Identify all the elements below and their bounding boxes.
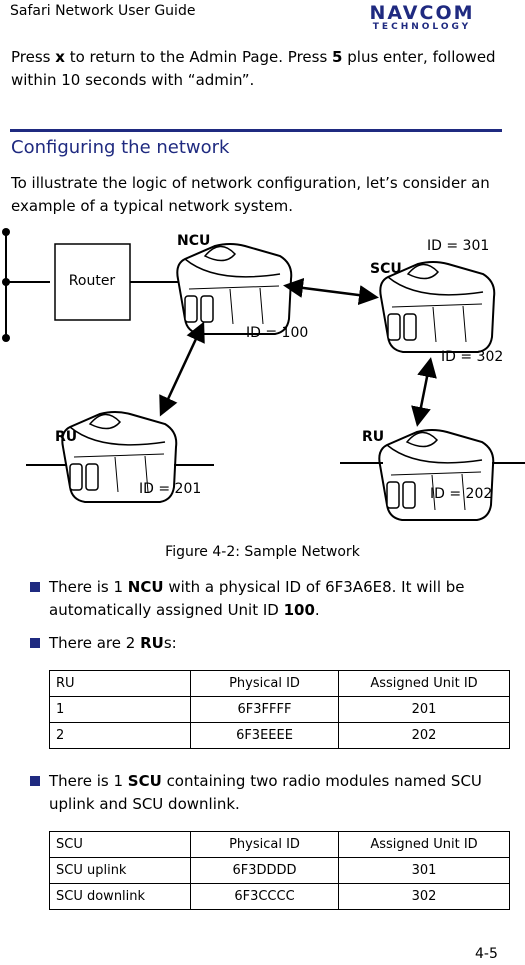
id-301-label: ID = 301: [427, 238, 489, 254]
scu-ru2-link: [411, 357, 437, 427]
section-heading: Configuring the network: [11, 137, 230, 158]
ru1-label: RU: [55, 429, 77, 445]
table-row: SCU downlink 6F3CCCC 302: [49, 883, 510, 910]
ncu-device: [176, 243, 293, 335]
table-row: 1 6F3FFFF 201: [49, 696, 510, 723]
table-header-row: SCU Physical ID Assigned Unit ID: [49, 831, 510, 858]
logo-text-sub: TECHNOLOGY: [373, 22, 471, 30]
ru-device-2: [378, 429, 495, 521]
logo-text-main: NAVCOM: [369, 2, 474, 24]
id-100-label: ID = 100: [246, 325, 308, 341]
sample-network-figure: Router NCU SCU RU RU ID = 100 ID = 301 I…: [2, 228, 525, 521]
ru2-label: RU: [362, 429, 384, 445]
intro-paragraph: Press x to return to the Admin Page. Pre…: [11, 48, 496, 89]
figure-caption: Figure 4-2: Sample Network: [165, 544, 360, 560]
scu-label: SCU: [370, 261, 402, 277]
network-bus: [2, 228, 50, 342]
router-label: Router: [69, 273, 116, 289]
ncu-scu-link: [283, 277, 379, 306]
bus-node-bottom: [2, 334, 10, 342]
bus-node-middle: [2, 278, 10, 286]
page-number: 4-5: [475, 946, 498, 962]
bullet-marker: [30, 582, 40, 592]
table-header-row: RU Physical ID Assigned Unit ID: [49, 670, 510, 697]
id-201-label: ID = 201: [139, 481, 201, 497]
id-202-label: ID = 202: [430, 486, 492, 502]
running-header: Safari Network User Guide: [10, 3, 196, 19]
ru-table: RU Physical ID Assigned Unit ID 1 6F3FFF…: [49, 670, 510, 749]
section-rule: [10, 129, 502, 132]
bus-node-top: [2, 228, 10, 236]
bullet-marker: [30, 638, 40, 648]
id-302-label: ID = 302: [441, 349, 503, 365]
table-row: SCU uplink 6F3DDDD 301: [49, 857, 510, 884]
body-paragraph: To illustrate the logic of network confi…: [11, 174, 490, 215]
table-row: 2 6F3EEEE 202: [49, 722, 510, 749]
ncu-label: NCU: [177, 233, 210, 249]
ncu-ru1-link: [159, 321, 205, 417]
navcom-logo: NAVCOM TECHNOLOGY: [369, 2, 474, 30]
router-box: [54, 243, 131, 321]
bullet-marker: [30, 776, 40, 786]
scu-table: SCU Physical ID Assigned Unit ID SCU upl…: [49, 831, 510, 910]
